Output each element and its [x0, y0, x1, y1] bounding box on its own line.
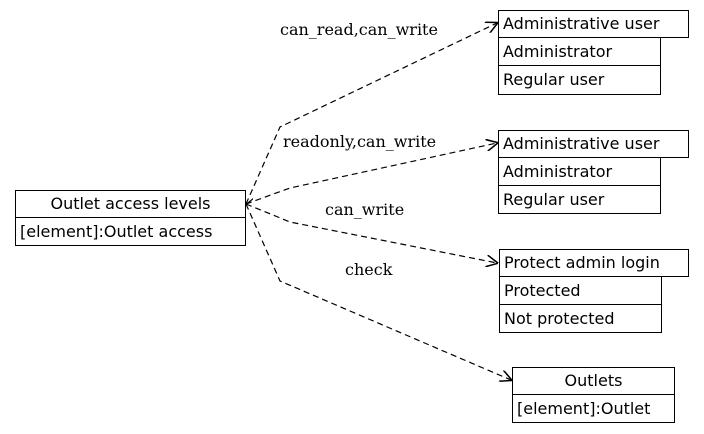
node-row: Administrator	[498, 37, 661, 66]
node-title: Outlet access levels	[15, 190, 246, 218]
edge-to-administrative-user-1	[246, 23, 497, 204]
node-title: Administrative user	[498, 10, 689, 38]
node-field: [element]:Outlet access	[15, 217, 246, 246]
node-title: Protect admin login	[499, 249, 689, 277]
edge-label-1: can_read,can_write	[280, 20, 438, 39]
node-row: Protected	[499, 276, 662, 305]
node-row: Regular user	[498, 185, 661, 214]
node-row: Regular user	[498, 65, 661, 95]
edge-to-outlets	[245, 203, 511, 380]
edge-to-protect-admin-login	[245, 203, 497, 263]
node-row: Administrator	[498, 157, 661, 186]
edge-label-4: check	[345, 260, 393, 279]
node-title: Outlets	[512, 367, 675, 395]
node-row: Not protected	[499, 304, 662, 333]
edge-label-2: readonly,can_write	[283, 132, 437, 151]
edge-label-3: can_write	[325, 200, 405, 219]
node-title: Administrative user	[498, 130, 689, 158]
node-row: [element]:Outlet	[512, 394, 675, 423]
edge-to-administrative-user-2	[245, 143, 497, 205]
